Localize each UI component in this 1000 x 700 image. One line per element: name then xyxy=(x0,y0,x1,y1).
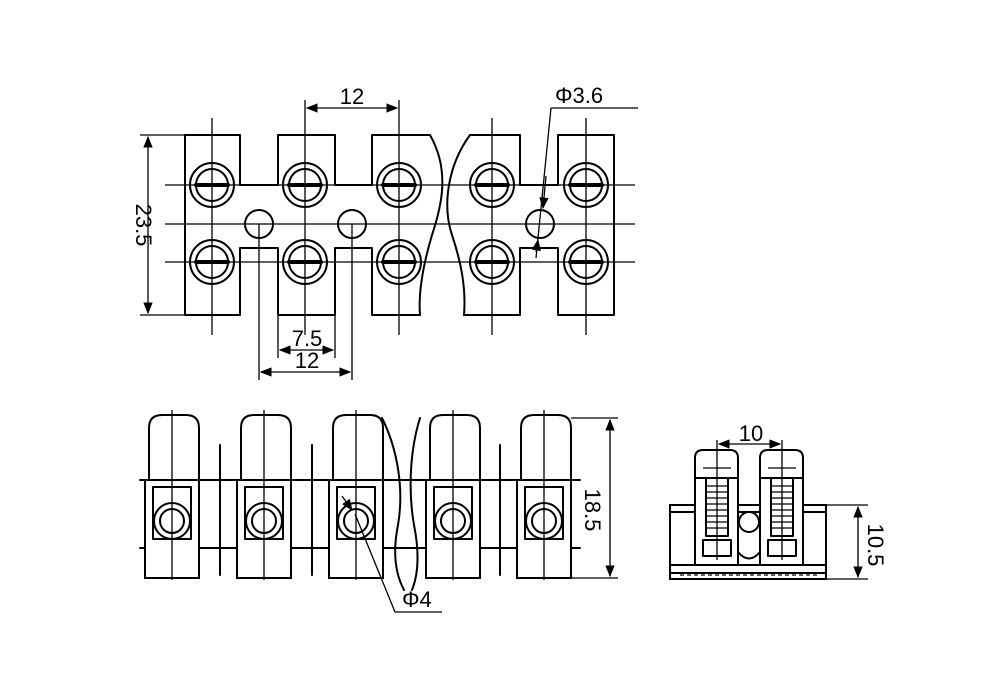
dim-end-pitch: 10 xyxy=(717,421,782,449)
dim-screw-dia: Φ4 xyxy=(341,495,442,613)
front-view: 18.5 Φ4 xyxy=(139,410,618,613)
front-view-break xyxy=(409,417,421,591)
top-view-outline-left xyxy=(184,134,431,316)
dim-top-pitch: 12 xyxy=(305,84,399,113)
screw xyxy=(282,239,328,285)
dim-hole-pitch-label: 12 xyxy=(295,348,319,373)
screw xyxy=(469,162,515,208)
screw-row2 xyxy=(189,239,609,285)
front-ribs xyxy=(219,444,501,576)
screw xyxy=(376,239,422,285)
end-post-left xyxy=(694,440,739,566)
dim-top-pitch-label: 12 xyxy=(340,84,364,109)
dim-screw-dia-label: Φ4 xyxy=(402,587,432,612)
dim-end-height-label: 10.5 xyxy=(863,524,888,567)
front-terminal xyxy=(144,410,200,580)
end-post-right xyxy=(759,440,804,566)
front-terminal xyxy=(328,410,384,580)
screw xyxy=(376,162,422,208)
screw xyxy=(563,162,609,208)
screw-row1 xyxy=(189,162,609,208)
dim-side-height: 18.5 xyxy=(571,417,618,579)
dim-overall-height-label: 23.5 xyxy=(131,204,156,247)
top-view-break xyxy=(418,134,471,316)
dim-hole-dia-label: Φ3.6 xyxy=(555,83,603,108)
end-center-arc xyxy=(737,551,761,560)
top-view: 12 23.5 Φ3.6 7.5 12 xyxy=(131,83,638,380)
dim-hole-pitch: 12 xyxy=(259,348,352,377)
end-view: 10 10.5 xyxy=(669,421,888,580)
top-view-outline-right xyxy=(463,134,615,316)
dim-side-height-label: 18.5 xyxy=(580,489,605,532)
front-view-break xyxy=(381,417,405,591)
dim-hole-dia: Φ3.6 xyxy=(531,83,638,259)
dim-end-height: 10.5 xyxy=(826,504,888,580)
screw xyxy=(189,239,235,285)
dim-slot-width-label: 7.5 xyxy=(292,326,323,351)
screw xyxy=(189,162,235,208)
end-center-hole xyxy=(738,511,760,533)
screw xyxy=(282,162,328,208)
dim-end-pitch-label: 10 xyxy=(739,421,763,446)
front-terminal xyxy=(425,410,481,580)
mounting-hole xyxy=(525,209,555,239)
dim-slot-width: 7.5 xyxy=(277,315,336,358)
screw xyxy=(563,239,609,285)
front-terminal xyxy=(236,410,292,580)
screw xyxy=(469,239,515,285)
front-terminal xyxy=(516,410,572,580)
dim-overall-height: 23.5 xyxy=(131,134,185,316)
